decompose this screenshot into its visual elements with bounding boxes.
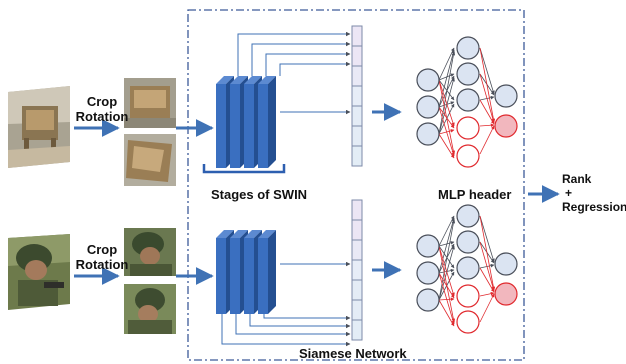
output-rank-line: Rank — [562, 172, 592, 186]
mlp-header-label: MLP header — [438, 187, 512, 202]
top-crop-label-line1: Crop — [86, 94, 118, 109]
top-crop-image-2 — [124, 134, 176, 186]
bottom-crop-label: Crop Rotation — [70, 242, 134, 272]
bottom-feature-vector — [351, 199, 363, 341]
stages-of-swin-label: Stages of SWIN — [211, 187, 308, 202]
bottom-mlp-connections — [438, 215, 496, 327]
bottom-swin-stages — [216, 230, 276, 314]
top-rotation-label-line2: Rotation — [75, 109, 129, 124]
top-crop-image-1 — [124, 78, 176, 128]
top-mlp-connections — [438, 47, 496, 159]
bottom-mlp-neurons — [416, 204, 518, 334]
top-mlp-neurons — [416, 36, 518, 168]
bottom-rotation-label-line2: Rotation — [75, 257, 129, 272]
bottom-stage-connectors — [221, 261, 351, 347]
top-stage-connectors — [237, 31, 351, 115]
output-label: Rank + Regression — [562, 172, 626, 214]
output-regression-line: Regression — [562, 200, 626, 214]
bottom-source-image — [8, 234, 70, 310]
siamese-network-label: Siamese Network — [299, 346, 407, 361]
top-source-image — [8, 86, 70, 168]
siamese-network-border — [187, 9, 525, 361]
top-swin-stages — [216, 76, 276, 168]
output-plus-line: + — [565, 186, 573, 200]
top-feature-vector — [351, 25, 363, 167]
top-crop-label: Crop Rotation — [70, 94, 134, 124]
bottom-crop-label-line1: Crop — [86, 242, 118, 257]
bottom-crop-image-1 — [124, 228, 176, 276]
bottom-crop-image-2 — [124, 284, 176, 334]
stages-bracket — [202, 164, 286, 174]
